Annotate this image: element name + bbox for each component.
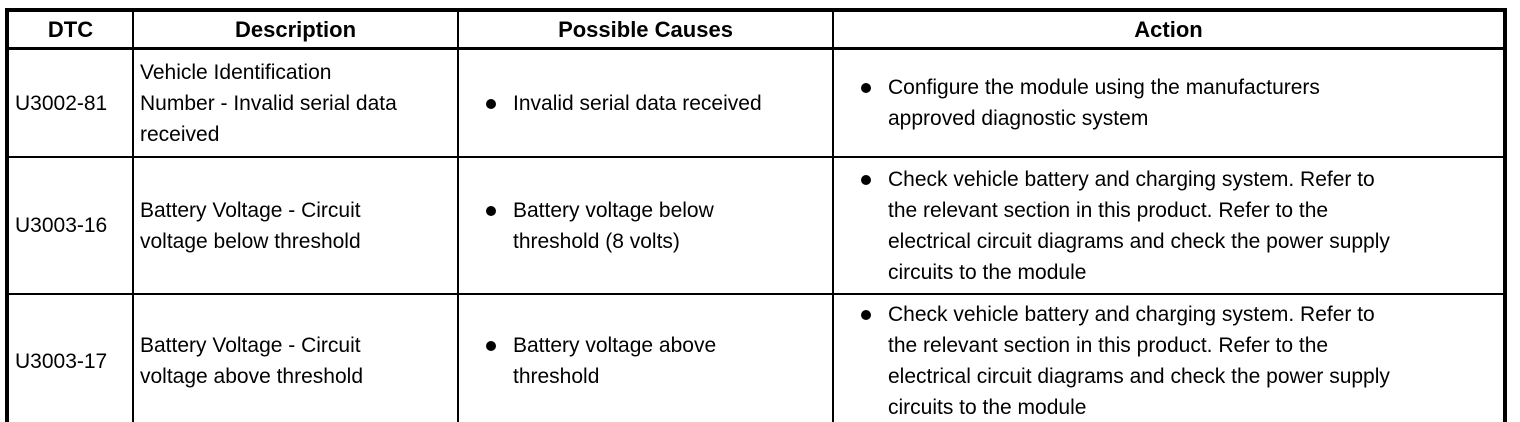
cause-item: Battery voltage below threshold (8 volts… [460, 195, 824, 257]
cause-text: Battery voltage below threshold (8 volts… [513, 198, 714, 253]
table-row: U3003-17 Battery Voltage - Circuit volta… [6, 293, 1506, 422]
dtc-code: U3003-17 [6, 293, 134, 422]
cause-item: Battery voltage above threshold [460, 330, 824, 392]
description-cell: Battery Voltage - Circuit voltage below … [132, 156, 459, 295]
bullet-icon [861, 174, 871, 185]
action-cell: Check vehicle battery and charging syste… [832, 293, 1506, 422]
header-row: DTC Description Possible Causes Action [6, 9, 1506, 50]
cause-item: Invalid serial data received [460, 88, 824, 119]
dtc-code: U3003-16 [6, 156, 134, 295]
action-text: Check vehicle battery and charging syste… [888, 303, 1390, 419]
bullet-icon [486, 98, 496, 109]
possible-causes-cell: Battery voltage below threshold (8 volts… [457, 156, 834, 295]
table-row: U3002-81 Vehicle Identification Number -… [6, 47, 1506, 158]
bullet-icon [861, 83, 871, 93]
bullet-icon [861, 310, 871, 320]
description-cell: Vehicle Identification Number - Invalid … [132, 47, 459, 158]
cause-text: Invalid serial data received [513, 91, 762, 115]
table-row: U3003-16 Battery Voltage - Circuit volta… [6, 156, 1506, 295]
action-cell: Check vehicle battery and charging syste… [832, 156, 1506, 295]
dtc-table: DTC Description Possible Causes Action U… [5, 8, 1507, 422]
action-text: Configure the module using the manufactu… [888, 76, 1320, 130]
bullet-icon [486, 341, 496, 351]
header-cell-dtc: DTC [6, 9, 134, 50]
action-item: Configure the module using the manufactu… [835, 72, 1495, 134]
description-cell: Battery Voltage - Circuit voltage above … [132, 293, 459, 422]
possible-causes-cell: Battery voltage above threshold [457, 293, 834, 422]
header-cell-action: Action [832, 9, 1506, 50]
header-cell-possible-causes: Possible Causes [457, 9, 834, 50]
cause-text: Battery voltage above threshold [513, 334, 717, 388]
action-item: Check vehicle battery and charging syste… [835, 299, 1495, 422]
bullet-icon [486, 205, 496, 216]
header-cell-description: Description [132, 9, 459, 50]
possible-causes-cell: Invalid serial data received [457, 47, 834, 158]
action-cell: Configure the module using the manufactu… [832, 47, 1506, 158]
action-text: Check vehicle battery and charging syste… [888, 167, 1390, 284]
dtc-code: U3002-81 [6, 47, 134, 158]
action-item: Check vehicle battery and charging syste… [835, 164, 1495, 288]
